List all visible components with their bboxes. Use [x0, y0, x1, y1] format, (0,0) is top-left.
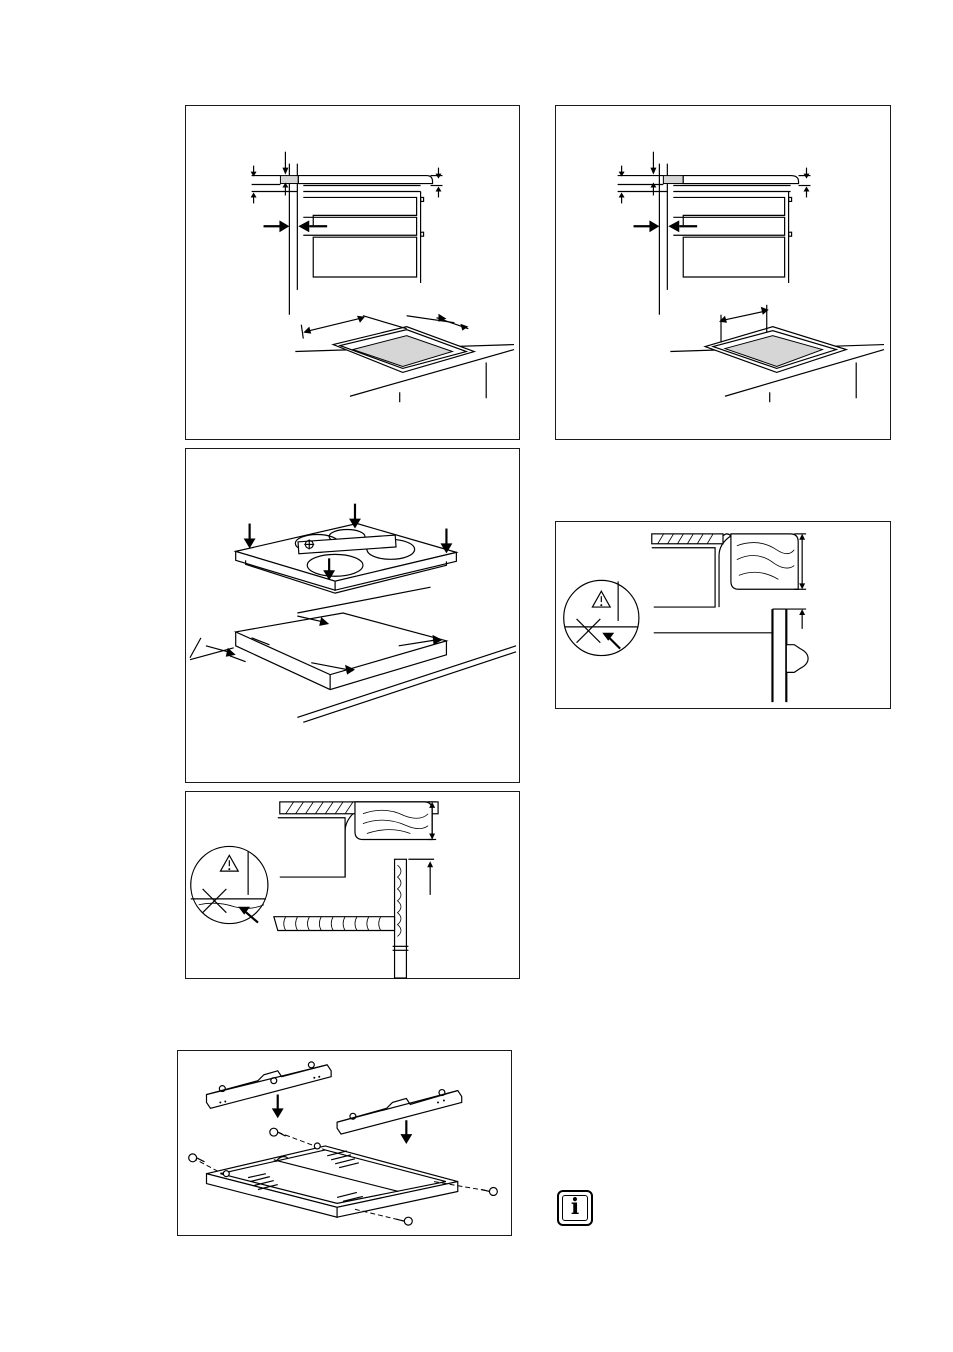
- figure-cutout-dimensions-right: [555, 105, 891, 440]
- clearance-diagram: [556, 522, 890, 708]
- cutout-diagram: [186, 106, 519, 439]
- figure-side-clearance-warning-right: [555, 521, 891, 709]
- figure-hob-insertion: [185, 448, 520, 783]
- bracket-diagram: [178, 1051, 511, 1235]
- information-icon: i: [557, 1190, 593, 1226]
- information-glyph: i: [559, 1195, 591, 1219]
- clearance-diagram: [186, 792, 519, 978]
- figure-bracket-mounting: [177, 1050, 512, 1236]
- cutout-diagram: [556, 106, 890, 439]
- insertion-diagram: [186, 449, 519, 782]
- figure-cutout-dimensions-left: [185, 105, 520, 440]
- figure-side-clearance-warning-left: [185, 791, 520, 979]
